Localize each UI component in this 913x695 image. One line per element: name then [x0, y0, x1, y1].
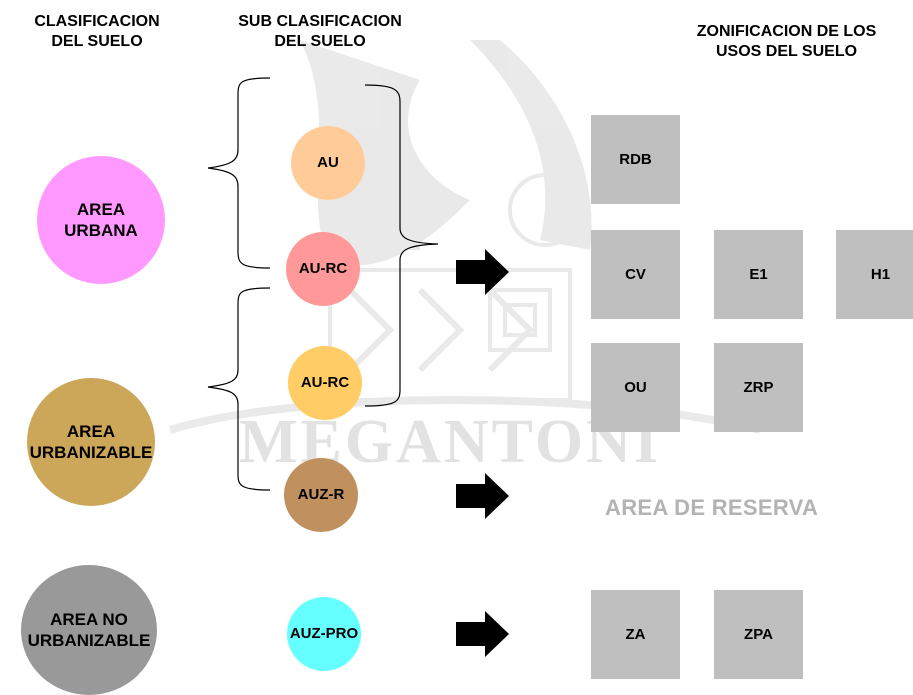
circle-au-rc-2: AU-RC [288, 346, 362, 420]
zone-box-zrp: ZRP [714, 343, 803, 432]
header-sub-clasificacion: SUB CLASIFICACION DEL SUELO [238, 13, 402, 50]
zone-box-zpa: ZPA [714, 590, 803, 679]
arrow-3 [456, 611, 509, 657]
arrow-1 [456, 249, 509, 295]
zone-box-cv: CV [591, 230, 680, 319]
circle-auz-pro: AUZ-PRO [287, 597, 361, 671]
brace-urbana [207, 77, 271, 269]
header-zonificacion: ZONIFICACION DE LOS USOS DEL SUELO [696, 23, 877, 60]
zone-box-za: ZA [591, 590, 680, 679]
header-clasificacion: CLASIFICACION DEL SUELO [34, 13, 160, 50]
circle-au-rc-1: AU-RC [286, 232, 360, 306]
circle-au: AU [291, 126, 365, 200]
brace-ssubclass-right [364, 84, 439, 407]
arrow-2 [456, 473, 509, 519]
zone-box-h1: H1 [836, 230, 913, 319]
area-de-reserva-label: AREA DE RESERVA [605, 495, 819, 520]
zone-box-rdb: RDB [591, 115, 680, 204]
circle-area-urbanizable: AREA URBANIZABLE [27, 378, 155, 506]
circle-auz-r: AUZ-R [284, 458, 358, 532]
zone-box-ou: OU [591, 343, 680, 432]
circle-area-urbana: AREA URBANA [37, 156, 165, 284]
zone-box-e1: E1 [714, 230, 803, 319]
brace-urbanizable [207, 287, 271, 491]
circle-area-no-urbanizable: AREA NO URBANIZABLE [21, 565, 157, 695]
